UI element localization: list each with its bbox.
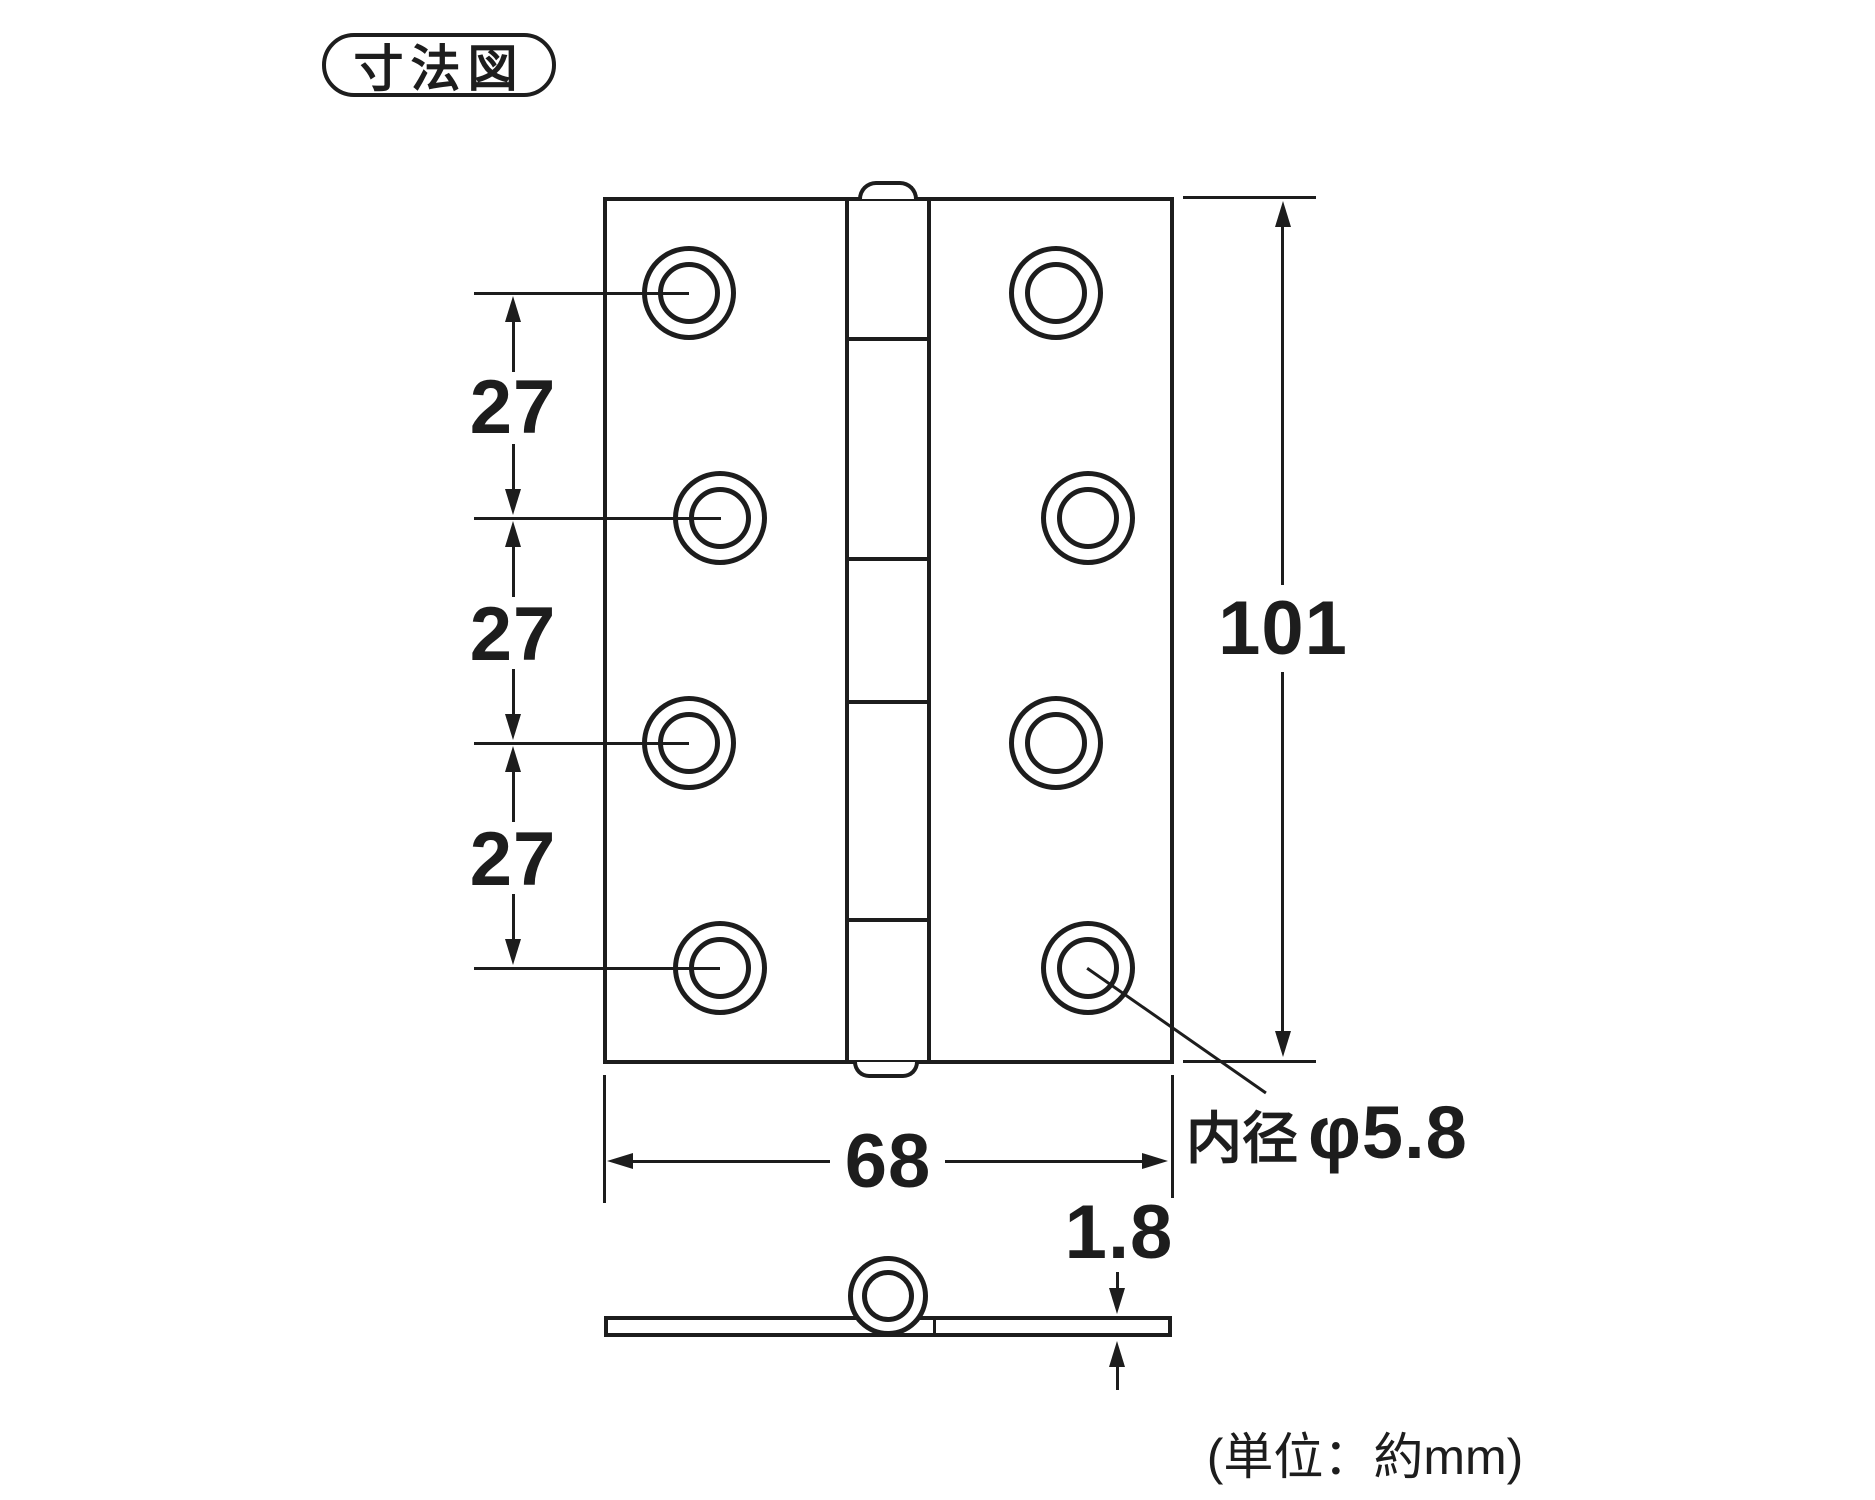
spacing-dimension-label: 27 xyxy=(469,365,557,450)
screw-hole-outer xyxy=(1009,696,1103,790)
barrel-segment-line xyxy=(847,557,929,561)
thickness-dimension-label: 1.8 xyxy=(1064,1190,1174,1275)
extension-line xyxy=(1183,1060,1316,1063)
barrel-segment-line xyxy=(847,337,929,341)
dimension-line xyxy=(512,669,515,717)
screw-hole-inner xyxy=(1057,937,1119,999)
arrow-down-icon xyxy=(505,714,521,740)
screw-hole-inner xyxy=(1025,712,1087,774)
hole-center-leader xyxy=(474,742,689,745)
extension-line xyxy=(603,1075,606,1203)
hole-center-leader xyxy=(474,292,689,295)
dimension-line xyxy=(1281,672,1284,1035)
pin-top xyxy=(858,181,918,199)
dimension-line xyxy=(512,318,515,372)
arrow-down-icon xyxy=(1275,1031,1291,1057)
title-badge-label: 寸法図 xyxy=(353,41,525,97)
arrow-down-icon xyxy=(505,489,521,515)
dimension-line xyxy=(945,1160,1148,1163)
inner-diameter-label: 内径 φ5.8 xyxy=(1186,1096,1468,1170)
width-dimension-label: 68 xyxy=(844,1119,932,1204)
arrow-up-icon xyxy=(1275,201,1291,227)
title-badge: 寸法図 xyxy=(322,33,556,97)
arrow-right-icon xyxy=(1142,1153,1168,1169)
screw-hole-inner xyxy=(1057,487,1119,549)
hole-center-leader xyxy=(474,517,721,520)
dimension-line xyxy=(512,768,515,822)
arrow-down-icon xyxy=(1109,1288,1125,1314)
arrow-up-icon xyxy=(1109,1341,1125,1367)
extension-line xyxy=(1183,196,1316,199)
dimension-line xyxy=(1116,1363,1119,1390)
screw-hole-inner xyxy=(1025,262,1087,324)
unit-note: (単位：約mm) xyxy=(1206,1429,1524,1485)
spacing-dimension-label: 27 xyxy=(469,817,557,902)
dimension-line xyxy=(512,894,515,942)
dimension-line xyxy=(512,444,515,492)
arrow-left-icon xyxy=(607,1153,633,1169)
barrel-segment-line xyxy=(847,700,929,704)
dimension-line xyxy=(1281,225,1284,585)
spacing-dimension-label: 27 xyxy=(469,592,557,677)
height-dimension-label: 101 xyxy=(1218,586,1348,671)
screw-hole-outer xyxy=(1041,471,1135,565)
barrel-left-line xyxy=(845,199,849,1062)
arrow-up-icon xyxy=(505,521,521,547)
extension-line xyxy=(1171,1075,1174,1198)
pin-bottom xyxy=(853,1062,919,1078)
dimension-line xyxy=(1116,1272,1119,1292)
inner-diameter-value: φ5.8 xyxy=(1308,1091,1468,1174)
hole-center-leader xyxy=(474,967,720,970)
inner-diameter-prefix: 内径 xyxy=(1186,1107,1298,1170)
side-knuckle-inner xyxy=(862,1270,914,1322)
barrel-segment-line xyxy=(847,918,929,922)
dimension-line xyxy=(512,543,515,597)
arrow-up-icon xyxy=(505,746,521,772)
barrel-right-line xyxy=(927,199,931,1062)
side-leaf-seam xyxy=(933,1316,936,1337)
arrow-down-icon xyxy=(505,939,521,965)
arrow-up-icon xyxy=(505,296,521,322)
side-plate-bottom-edge xyxy=(852,1333,928,1337)
screw-hole-outer xyxy=(1041,921,1135,1015)
dimension-line xyxy=(630,1160,830,1163)
